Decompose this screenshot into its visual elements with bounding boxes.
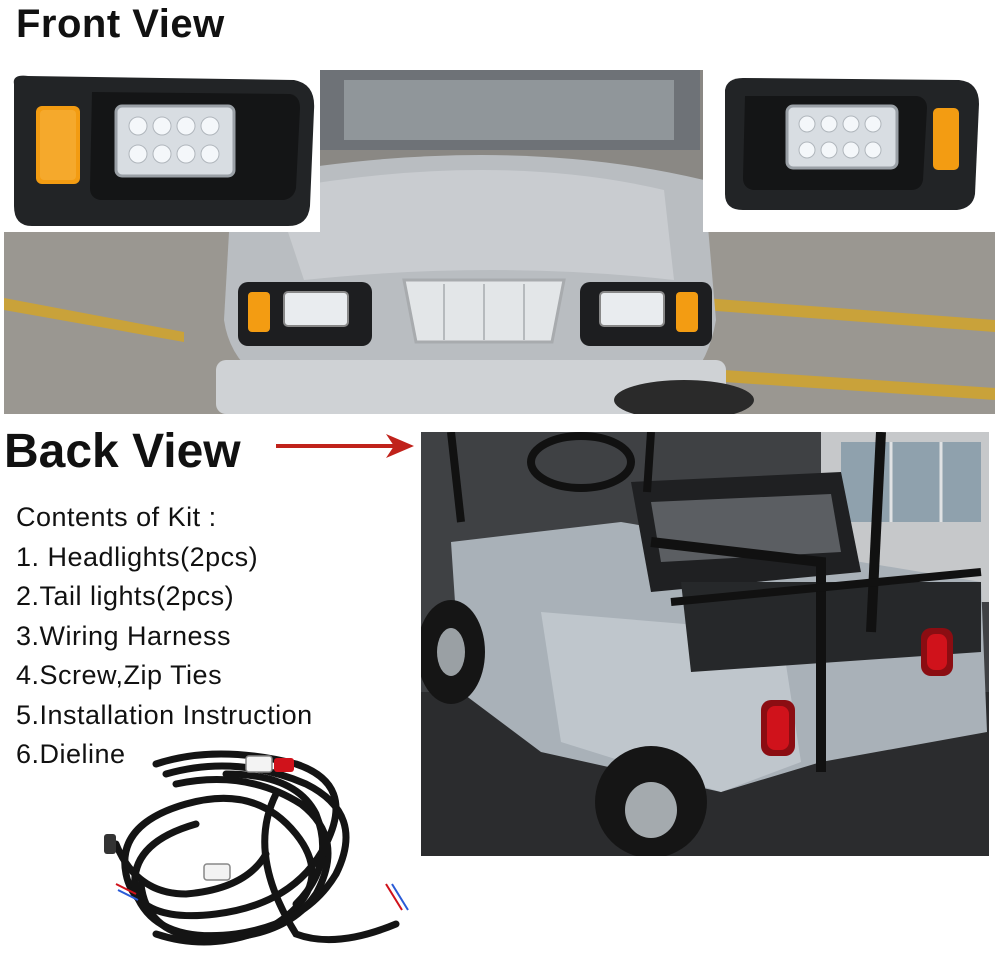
wiring-harness-image: [96, 734, 416, 956]
kit-contents-heading: Contents of Kit :: [16, 502, 217, 532]
arrow-right-icon: [276, 428, 416, 464]
kit-item: 6.Dieline: [16, 739, 126, 769]
kit-item: 1. Headlights(2pcs): [16, 541, 259, 572]
left-headlight-closeup: [4, 70, 320, 232]
kit-item: 3.Wiring Harness: [16, 620, 232, 651]
back-view-title: Back View: [4, 425, 241, 478]
kit-item: 2.Tail lights(2pcs): [16, 581, 235, 611]
kit-item: 5.Installation Instruction: [16, 699, 313, 730]
right-headlight-closeup: [703, 70, 995, 232]
back-view-photo: [421, 432, 989, 856]
front-view-title: Front View: [16, 2, 225, 46]
kit-item: 4.Screw,Zip Ties: [16, 660, 223, 690]
kit-contents-list: Contents of Kit : 1. Headlights(2pcs) 2.…: [16, 498, 313, 775]
